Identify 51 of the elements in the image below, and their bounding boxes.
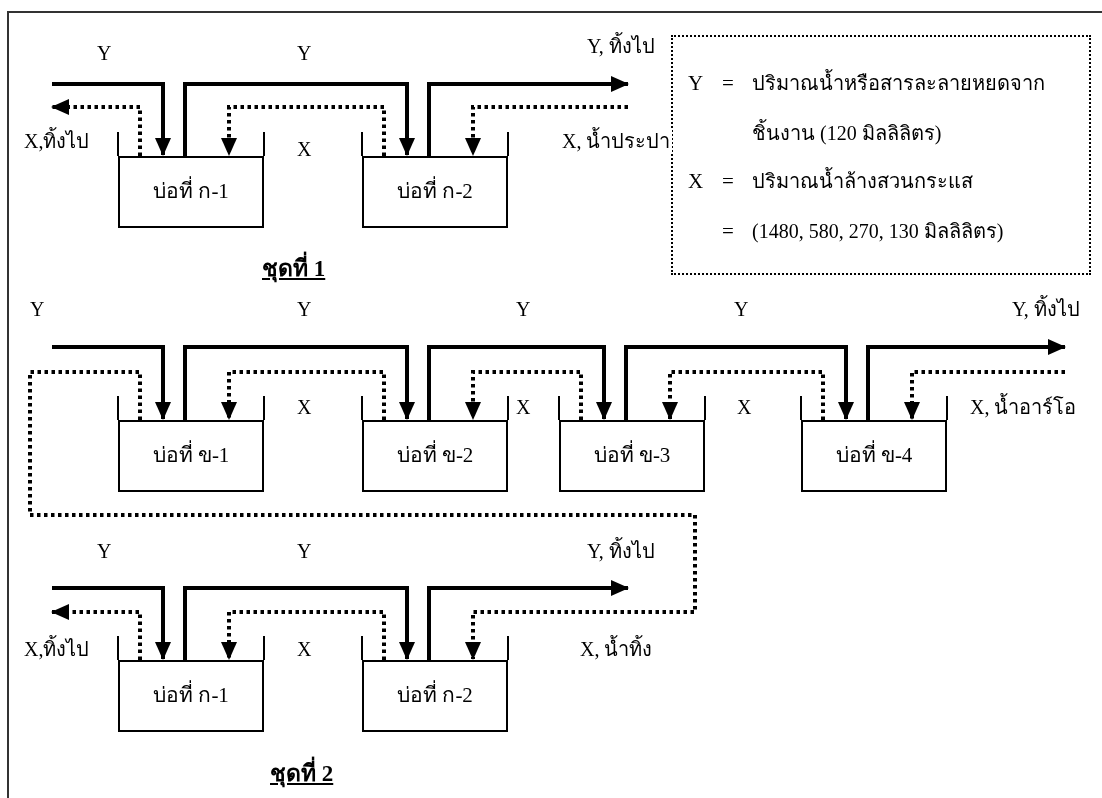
tank-box	[118, 156, 264, 228]
definition-symbol: =	[722, 70, 734, 97]
flow-arrow	[52, 345, 171, 420]
flow-arrow	[427, 76, 629, 156]
dotted-flow-arrow	[51, 604, 142, 660]
tank-label: บ่อที่ ก-1	[153, 680, 229, 712]
dotted-flow-arrow	[51, 99, 142, 156]
dotted-flow-arrow	[221, 610, 386, 660]
flow-arrow	[52, 82, 171, 156]
tank-label: บ่อที่ ข-4	[835, 440, 913, 472]
edge-label: X, น้ำประปา	[560, 128, 673, 154]
flow-arrow	[183, 586, 415, 660]
tank-box	[362, 156, 508, 228]
tank-label: บ่อที่ ก-1	[153, 176, 229, 208]
dotted-flow-arrow	[904, 370, 1065, 420]
flow-arrow	[427, 580, 629, 660]
flow-arrow	[427, 345, 612, 420]
dotted-flow-arrow	[662, 370, 825, 420]
flow-arrow	[183, 345, 415, 420]
tank-label: บ่อที่ ข-3	[593, 440, 671, 472]
tank-box	[801, 420, 947, 492]
tank-box	[362, 660, 508, 732]
definition-symbol: =	[722, 218, 734, 245]
tank-label: บ่อที่ ข-1	[152, 440, 230, 472]
tank-box	[362, 420, 508, 492]
edge-label: Y, ทิ้งไป	[585, 33, 657, 59]
dotted-flow-arrow	[465, 370, 583, 420]
tank-label: บ่อที่ ก-2	[397, 176, 473, 208]
dotted-flow-arrow	[221, 370, 386, 420]
definition-text: ปริมาณน้ำหรือสารละลายหยดจากชิ้นงาน (120 มิลลิลิตร)	[752, 58, 1052, 158]
flow-arrow	[183, 82, 415, 156]
set-heading: ชุดที่ 2	[270, 757, 334, 792]
definition-symbol: =	[722, 168, 734, 195]
dotted-flow-arrow	[28, 370, 697, 660]
tank-label: บ่อที่ ข-2	[396, 440, 474, 472]
flow-arrow	[52, 586, 171, 660]
dotted-flow-arrow	[465, 105, 628, 156]
tank-label: บ่อที่ ก-2	[397, 680, 473, 712]
tank-box	[118, 420, 264, 492]
definition-text: (1480, 580, 270, 130 มิลลิลิตร)	[752, 219, 1004, 245]
edge-label: Y, ทิ้งไป	[585, 538, 657, 564]
flow-arrow	[866, 339, 1066, 420]
dotted-flow-arrow	[221, 105, 386, 156]
tank-box	[118, 660, 264, 732]
tank-box	[559, 420, 705, 492]
edge-label: Y, ทิ้งไป	[1010, 296, 1082, 322]
flow-arrow	[624, 345, 854, 420]
definition-symbol: Y	[688, 70, 704, 97]
set-heading: ชุดที่ 1	[262, 252, 326, 287]
definition-text: ปริมาณน้ำล้างสวนกระแส	[752, 156, 973, 206]
definition-symbol: X	[688, 168, 704, 195]
